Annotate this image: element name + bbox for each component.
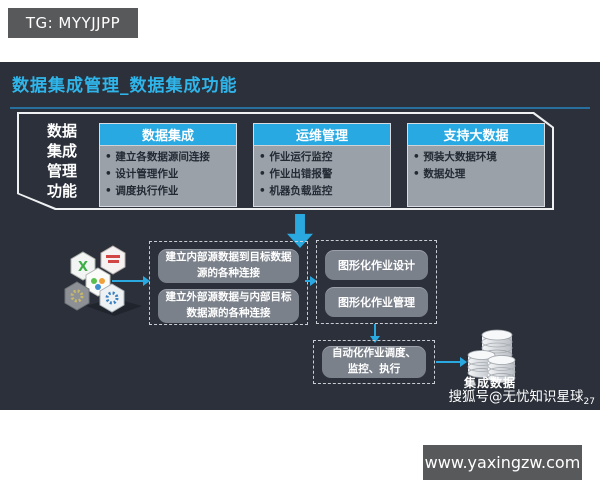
connector-line [305,280,312,282]
sohu-watermark: 搜狐号@无忧知识星球27 [449,385,595,407]
feature-box-body: 预装大数据环境 数据处理 [408,146,544,206]
bullet-item: 作业出错报警 [259,166,385,183]
feature-box-data-integration: 数据集成 建立各数据源间连接 设计管理作业 调度执行作业 [99,123,237,207]
flow-box-auto-scheduling: 自动化作业调度、监控、执行 [322,346,426,378]
feature-panel: 数据 集成 管理 功能 数据集成 建立各数据源间连接 设计管理作业 调度执行作业… [17,112,554,210]
arrowhead-right-icon [310,276,317,286]
arrowhead-right-icon [460,357,467,367]
connector-line [436,361,460,363]
website-url-text: www.yaxingzw.com [424,453,581,472]
arrowhead-right-icon [143,276,150,286]
svg-text:X: X [78,260,88,275]
flow-box-internal-connections: 建立内部源数据到目标数据源的各种连接 [158,249,299,283]
side-label-line: 集成 [46,142,77,160]
flow-box-external-connections: 建立外部源数据与内部目标数据源的各种连接 [158,289,299,323]
gray-gear-hex-icon [64,281,90,311]
feature-box-header: 数据集成 [100,124,236,146]
page-title: 数据集成管理_数据集成功能 [12,76,238,96]
data-sources-hexagon-graphic: X [64,245,142,316]
flow-group-connections: 建立内部源数据到目标数据源的各种连接 建立外部源数据与内部目标数据源的各种连接 [149,241,308,325]
sohu-watermark-sub: 27 [583,397,595,407]
feature-box-header: 支持大数据 [408,124,544,146]
flow-group-graphical-jobs: 图形化作业设计 图形化作业管理 [316,240,437,324]
database-cluster-icon [467,329,516,383]
feature-panel-inner: 数据 集成 管理 功能 数据集成 建立各数据源间连接 设计管理作业 调度执行作业… [19,114,552,208]
flow-box-job-management: 图形化作业管理 [325,287,428,317]
feature-box-body: 建立各数据源间连接 设计管理作业 调度执行作业 [100,146,236,206]
panel-side-label: 数据 集成 管理 功能 [31,121,93,201]
bullet-item: 数据处理 [413,166,539,183]
bullet-item: 设计管理作业 [105,166,231,183]
bullet-item: 预装大数据环境 [413,149,539,166]
bullet-item: 建立各数据源间连接 [105,149,231,166]
feature-box-body: 作业运行监控 作业出错报警 机器负载监控 [254,146,390,206]
arrowhead-down-icon [370,336,380,343]
connector-line [112,280,143,282]
connector-line [374,324,376,336]
sohu-watermark-text: 搜狐号@无忧知识星球 [448,389,584,405]
feature-box-big-data: 支持大数据 预装大数据环境 数据处理 [407,123,545,207]
side-label-line: 管理 [46,162,77,180]
db-cylinder-right [487,355,516,383]
database-label: 集成数据 [463,376,516,390]
bullet-item: 机器负载监控 [259,183,385,200]
telegram-watermark-badge: TG: MYYJJPP [8,8,138,38]
feature-box-ops-management: 运维管理 作业运行监控 作业出错报警 机器负载监控 [253,123,391,207]
blue-gear-hex-icon [99,283,125,313]
slide-canvas: 数据集成管理_数据集成功能 数据 集成 管理 功能 数据集成 建立各数据源间连接… [0,62,600,410]
flow-group-scheduling: 自动化作业调度、监控、执行 [313,340,435,384]
sas-hex-icon [100,245,126,275]
bullet-item: 调度执行作业 [105,183,231,200]
telegram-watermark-text: TG: MYYJJPP [25,14,121,32]
title-underline [10,107,590,109]
flow-box-job-design: 图形化作业设计 [325,250,428,280]
website-watermark-badge: www.yaxingzw.com [423,445,582,480]
feature-box-header: 运维管理 [254,124,390,146]
bullet-item: 作业运行监控 [259,149,385,166]
side-label-line: 数据 [46,122,77,140]
side-label-line: 功能 [46,182,77,200]
